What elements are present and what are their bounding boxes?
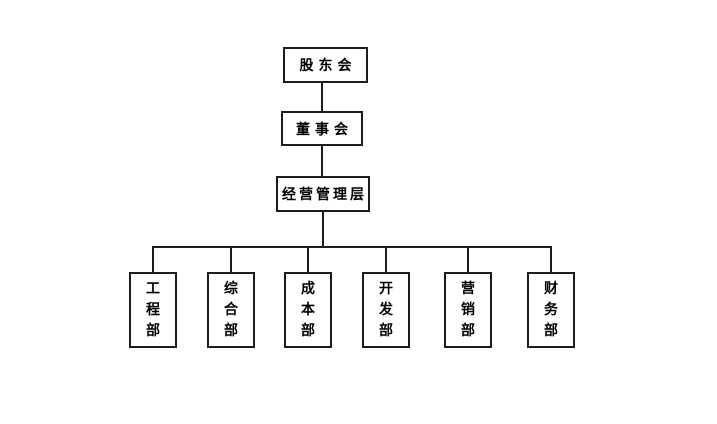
org-node-label: 开发部 bbox=[379, 280, 393, 339]
org-node-general-affairs-dept: 综合部 bbox=[207, 272, 255, 348]
connector-line-vertical bbox=[152, 246, 154, 272]
connector-line-vertical bbox=[321, 146, 323, 176]
connector-line-vertical bbox=[321, 83, 323, 112]
org-node-marketing-dept: 营销部 bbox=[444, 272, 492, 348]
connector-line-vertical bbox=[307, 246, 309, 272]
org-node-finance-dept: 财务部 bbox=[527, 272, 575, 348]
connector-line-vertical bbox=[385, 246, 387, 272]
org-node-cost-dept: 成本部 bbox=[284, 272, 332, 348]
org-node-label: 营销部 bbox=[461, 280, 475, 339]
org-node-development-dept: 开发部 bbox=[362, 272, 410, 348]
connector-line-vertical bbox=[467, 246, 469, 272]
org-node-label: 经营管理层 bbox=[282, 187, 367, 203]
connector-line-vertical bbox=[322, 212, 324, 247]
org-node-board-of-directors: 董事会 bbox=[281, 111, 363, 146]
org-node-label: 综合部 bbox=[224, 280, 238, 339]
org-node-label: 股东会 bbox=[299, 58, 357, 74]
org-node-label: 成本部 bbox=[301, 280, 315, 339]
connector-line-vertical bbox=[550, 246, 552, 272]
org-node-label: 工程部 bbox=[146, 280, 160, 339]
org-node-label: 财务部 bbox=[544, 280, 558, 339]
connector-line-horizontal bbox=[152, 246, 552, 248]
org-node-engineering-dept: 工程部 bbox=[129, 272, 177, 348]
org-node-management-level: 经营管理层 bbox=[276, 176, 370, 212]
org-node-label: 董事会 bbox=[296, 121, 353, 138]
connector-line-vertical bbox=[230, 246, 232, 272]
org-node-shareholders-meeting: 股东会 bbox=[283, 47, 368, 83]
